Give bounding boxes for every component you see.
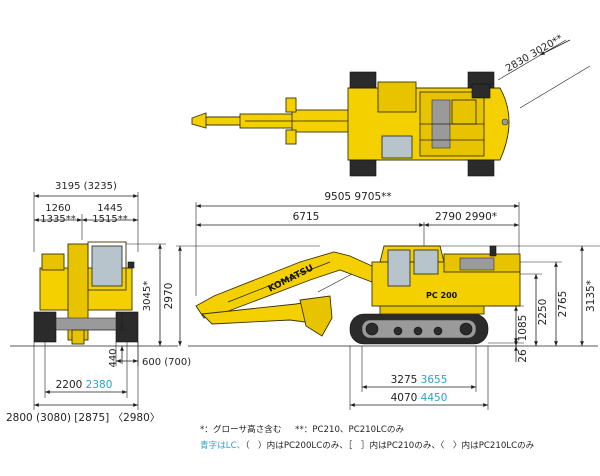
dim-front-width-a-alt: 1335** [40, 214, 75, 225]
dim-side-counterweight-height: 2765 [557, 291, 569, 318]
front-view-machine [33, 241, 139, 345]
front-overall-width: 3195 (3235) [33, 181, 139, 252]
dim-side-boom-height: 2970 [163, 283, 175, 310]
dim-front-shoe-width: 600 (700) [142, 357, 191, 368]
dim-front-width-a: 1260 [45, 203, 70, 214]
side-track-dimensions: 3275 3655 4070 4450 [349, 346, 489, 410]
top-view-upper-structure [347, 71, 510, 177]
side-view: 9505 9705** 6715 2790 2990* 2970 [163, 191, 600, 410]
dim-side-tail-length: 2790 2990* [435, 211, 497, 223]
dim-front-min-clearance: 440 [108, 348, 119, 367]
dim-front-track-gauge-lc: 2380 [86, 379, 113, 391]
dim-front-overall-width: 3195 (3235) [55, 181, 117, 192]
dim-side-track-length: 3275 [391, 374, 418, 386]
dim-front-track-gauge: 2200 [56, 379, 83, 391]
dim-side-engine-hood-height: 2250 [537, 299, 549, 326]
front-track-gauge-label: 2200 2380 [56, 379, 113, 391]
dim-side-overall-length: 9505 9705** [324, 191, 391, 203]
footnote-row-2: 青字はLC、（ ）内はPC200LCのみ、［ ］内はPC210のみ、〈 〉内はP… [200, 438, 600, 454]
footnote-legend-blue: 青字はLC、 [200, 441, 246, 451]
dim-side-track-length-lc: 3655 [421, 374, 448, 386]
top-view-boom [191, 97, 350, 145]
dim-side-ground-clearance: 26 [517, 349, 529, 363]
side-boom-height: 2970 [163, 245, 320, 346]
side-model-badge: PC 200 [426, 291, 458, 300]
front-half-widths: 1260 1445 1335** 1515** [34, 203, 138, 240]
footnote-star: *：グローサ高さ含む [200, 425, 282, 435]
dim-side-overall-track: 4070 [391, 392, 418, 404]
side-overall-length: 9505 9705** [195, 191, 520, 296]
dim-side-boom-reach: 6715 [293, 211, 320, 223]
footnote-legend-rest: （ ）内はPC200LCのみ、［ ］内はPC210のみ、〈 〉内はPC210LC… [245, 441, 535, 451]
top-view: 2830 3020** [191, 33, 591, 177]
side-overall-track-label: 4070 4450 [391, 392, 448, 404]
top-view-width-dimension: 2830 3020** [497, 33, 591, 109]
dim-front-track-width: 2800 (3080) [2875] 〈2980〉 [6, 412, 160, 424]
dim-front-width-b: 1445 [97, 203, 122, 214]
side-track-length-label: 3275 3655 [391, 374, 448, 386]
front-cab-height: 3045* [126, 243, 166, 346]
front-track-gauge: 2200 2380 [44, 342, 128, 398]
dim-side-cab-height: 3135* [585, 280, 597, 312]
footnote-row-1: *：グローサ高さ含む **：PC210、PC210LCのみ [200, 422, 600, 438]
dim-top-width: 2830 3020** [504, 33, 565, 75]
dim-front-cab-height: 3045* [142, 281, 153, 311]
front-track-width: 2800 (3080) [2875] 〈2980〉 [6, 342, 160, 424]
side-reach-and-tail: 6715 2790 2990* [196, 211, 519, 246]
footnote-double-star: **：PC210、PC210LCのみ [295, 425, 405, 435]
dim-side-tail-clearance: 1085 [517, 315, 529, 342]
dim-front-width-b-alt: 1515** [92, 214, 127, 225]
side-vertical-dimensions: 3135* 2765 2250 1085 26 [440, 245, 600, 363]
footnotes: *：グローサ高さ含む **：PC210、PC210LCのみ 青字はLC、（ ）内… [200, 422, 600, 454]
dim-side-overall-track-lc: 4450 [421, 392, 448, 404]
front-view: 3195 (3235) 1260 1445 1335** 1515** [6, 181, 191, 424]
side-view-machine: KOMATSU PC 200 [195, 245, 521, 345]
